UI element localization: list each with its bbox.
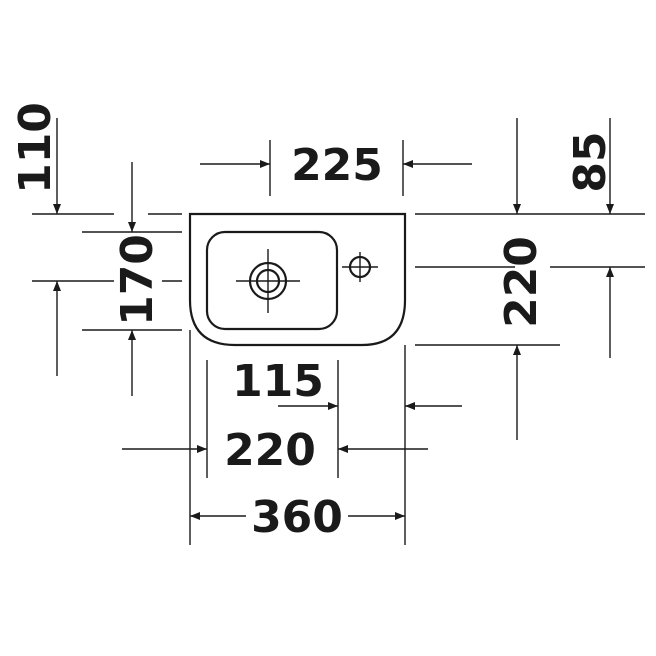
extension-lines [32, 140, 645, 545]
dimension-arrows [53, 118, 614, 520]
drain-symbol [236, 249, 300, 313]
tap-hole-symbol [342, 252, 378, 282]
dim-label-total-depth: 220 [496, 236, 547, 328]
dimension-labels: 225 110 85 170 220 115 220 360 [10, 102, 616, 543]
dim-label-left-top-height: 110 [10, 102, 61, 194]
dim-label-total-width: 360 [251, 492, 343, 543]
dim-label-top-width: 225 [291, 140, 383, 191]
dim-label-basin-width: 220 [224, 425, 316, 476]
basin-plan-view [188, 212, 407, 347]
dim-label-tap-offset: 115 [232, 356, 324, 407]
dim-label-right-top-height: 85 [565, 131, 616, 192]
basin-bowl-outline [205, 230, 339, 331]
basin-outer-outline [188, 212, 407, 347]
dim-label-basin-height: 170 [112, 234, 163, 326]
